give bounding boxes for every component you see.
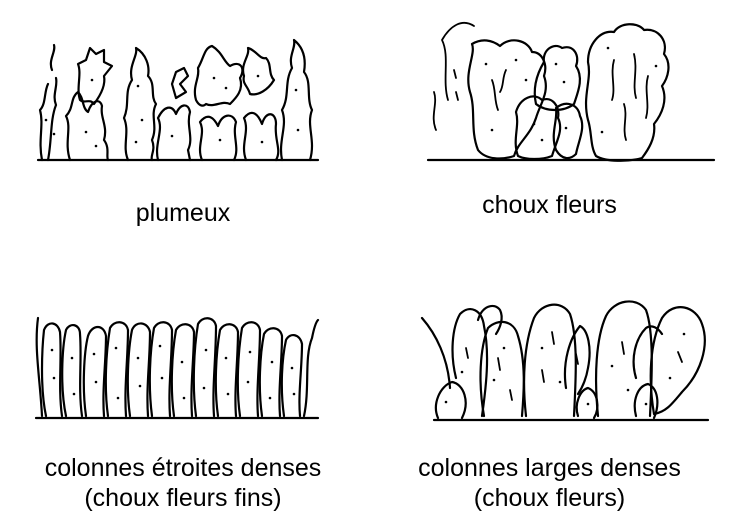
choux-fleurs-drawing <box>366 0 733 200</box>
caption-plumeux: plumeux <box>0 198 366 228</box>
colonnes-larges-drawing <box>366 258 733 458</box>
panel-colonnes-etroites: colonnes étroites denses (choux fleurs f… <box>0 258 366 517</box>
feathery-tuft <box>200 116 236 160</box>
cauliflower-head <box>586 24 668 161</box>
background-foliage <box>434 92 436 130</box>
feathery-tuft <box>243 48 274 94</box>
panel-colonnes-larges: colonnes larges denses (choux fleurs) <box>366 258 733 517</box>
caption-line: colonnes étroites denses <box>0 453 366 483</box>
feathery-tuft <box>281 40 312 160</box>
wide-columns <box>422 301 705 418</box>
narrow-columns <box>37 318 318 416</box>
feathery-tuft <box>244 113 278 160</box>
caption-colonnes-etroites: colonnes étroites denses (choux fleurs f… <box>0 453 366 513</box>
caption-line: plumeux <box>0 198 366 228</box>
feathery-tuft <box>157 105 190 160</box>
caption-line: colonnes larges denses <box>366 453 733 483</box>
caption-line: choux fleurs <box>366 190 733 220</box>
caption-line: (choux fleurs fins) <box>0 483 366 513</box>
feathery-tuft <box>40 45 56 160</box>
caption-colonnes-larges: colonnes larges denses (choux fleurs) <box>366 453 733 513</box>
texture-marks <box>454 54 648 140</box>
panel-choux-fleurs: choux fleurs <box>366 0 733 258</box>
feathery-tuft <box>172 68 188 98</box>
feathery-tuft <box>195 46 243 106</box>
colonnes-etroites-drawing <box>0 258 366 458</box>
texture-dots <box>485 47 658 142</box>
feathery-tuft <box>124 48 156 160</box>
feathery-tuft <box>78 48 112 104</box>
caption-choux-fleurs: choux fleurs <box>366 190 733 220</box>
plumeux-drawing <box>0 0 366 200</box>
panel-plumeux: plumeux <box>0 0 366 258</box>
caption-line: (choux fleurs) <box>366 483 733 513</box>
